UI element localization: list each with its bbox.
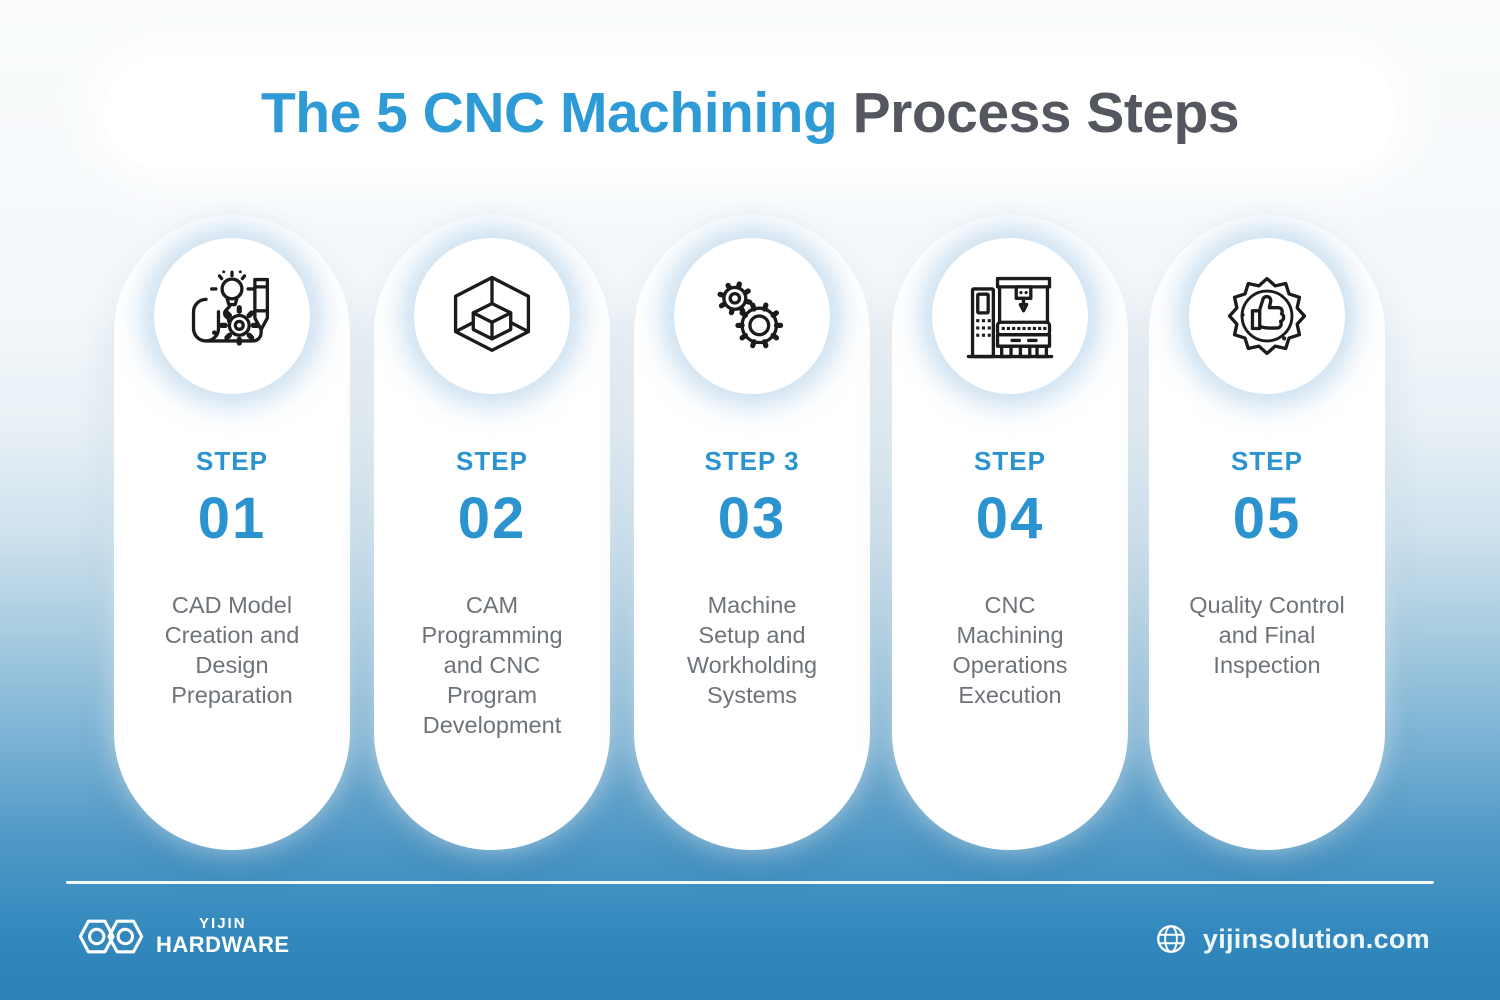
step-1-icon-circle bbox=[156, 240, 308, 392]
brand-name-line1: YIJIN bbox=[199, 915, 247, 933]
step-number: 03 bbox=[717, 486, 787, 551]
website-row: yijinsolution.com bbox=[1154, 922, 1430, 956]
yijin-infinity-hex-logo bbox=[78, 919, 144, 954]
step-number: 04 bbox=[975, 486, 1045, 551]
step-description: CAD Model Creation and Design Preparatio… bbox=[164, 592, 300, 708]
step-card-4: STEP 04 CNC Machining Operations Executi… bbox=[892, 215, 1128, 850]
step-3-icon-circle bbox=[676, 240, 828, 392]
gears-icon bbox=[717, 281, 784, 349]
step-label: STEP bbox=[1231, 446, 1303, 476]
step-card-5: STEP 05 Quality Control and Final Inspec… bbox=[1149, 215, 1385, 850]
step-5-icon-circle bbox=[1191, 240, 1343, 392]
step-description: CNC Machining Operations Execution bbox=[952, 592, 1068, 708]
step-card-2: STEP 02 CAM Programming and CNC Program … bbox=[374, 215, 610, 850]
quality-badge-icon bbox=[1227, 276, 1307, 356]
step-label: STEP bbox=[196, 446, 268, 476]
brand-logo: YIJIN HARDWARE bbox=[78, 914, 290, 959]
page-title-rest: Process Steps bbox=[852, 80, 1240, 145]
step-label: STEP 3 bbox=[704, 446, 800, 476]
step-number: 02 bbox=[457, 486, 527, 551]
cad-cube-icon bbox=[453, 275, 531, 352]
step-description: Quality Control and Final Inspection bbox=[1189, 592, 1345, 678]
footer-divider bbox=[66, 881, 1434, 884]
step-label: STEP bbox=[974, 446, 1046, 476]
step-2-icon-circle bbox=[416, 240, 568, 392]
brand-name-line2: HARDWARE bbox=[156, 932, 290, 958]
step-number: 01 bbox=[197, 486, 267, 551]
step-number: 05 bbox=[1232, 486, 1302, 551]
website-url: yijinsolution.com bbox=[1202, 923, 1430, 954]
step-label: STEP bbox=[456, 446, 528, 476]
page-title-highlight: The 5 CNC Machining bbox=[260, 80, 853, 145]
globe-icon bbox=[1156, 925, 1185, 953]
page-title: The 5 CNC Machining Process Steps bbox=[260, 80, 1240, 146]
brand-name: YIJIN HARDWARE bbox=[156, 915, 290, 958]
title-banner: The 5 CNC Machining Process Steps bbox=[105, 56, 1395, 169]
step-card-1: STEP 01 CAD Model Creation and Design Pr… bbox=[114, 215, 350, 850]
cnc-machine-icon bbox=[966, 276, 1054, 359]
step-card-3: STEP 3 03 Machine Setup and Workholding … bbox=[634, 215, 870, 850]
step-description: CAM Programming and CNC Program Developm… bbox=[421, 592, 563, 738]
blueprint-design-icon bbox=[191, 270, 270, 346]
step-description: Machine Setup and Workholding Systems bbox=[686, 592, 818, 708]
step-4-icon-circle bbox=[934, 240, 1086, 392]
